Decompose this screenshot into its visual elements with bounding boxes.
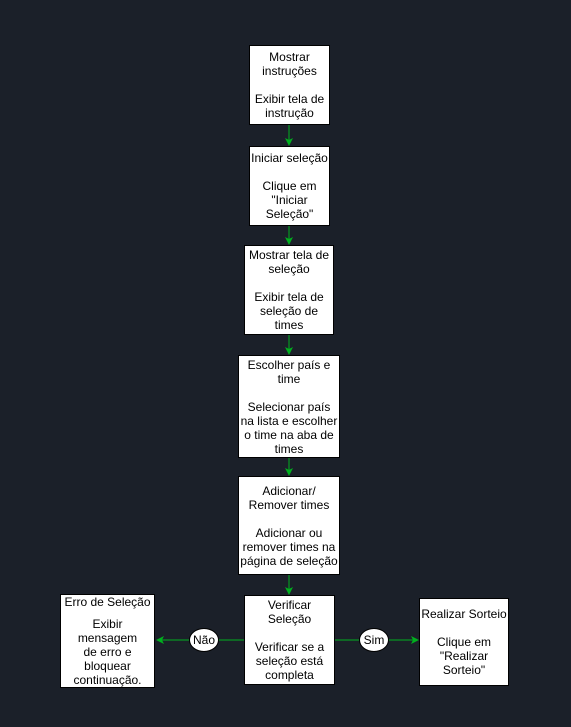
node-body-line: remover times na	[242, 539, 336, 554]
node-title-line: Mostrar tela de	[248, 248, 330, 262]
node-mostrar-tela-selecao: Mostrar tela de seleção Exibir tela de s…	[244, 245, 334, 335]
node-body-line: times	[274, 441, 304, 456]
node-body-line: na lista e escolher	[240, 413, 338, 428]
node-body-line: seleção está	[255, 654, 324, 668]
node-title-line: Adicionar/	[262, 483, 316, 498]
node-body-line: seleção de	[259, 304, 319, 318]
node-mostrar-instrucoes: Mostrar instruções Exibir tela de instru…	[249, 45, 330, 125]
node-body-line: o time na aba de	[244, 427, 334, 442]
node-body-line: Clique em	[436, 635, 492, 649]
node-body-line: Clique em	[262, 179, 317, 193]
node-body-line: Verificar se a	[254, 640, 325, 654]
node-erro-selecao: Erro de Seleção Exibir mensagem de erro …	[60, 594, 155, 688]
node-realizar-sorteio: Realizar Sorteio Clique em "Realizar Sor…	[419, 598, 509, 686]
node-iniciar-selecao: Iniciar seleção Clique em "Iniciar Seleç…	[249, 146, 330, 226]
node-body-line: completa	[265, 668, 314, 682]
node-body-line: Sorteio"	[442, 663, 486, 677]
edge-label-sim: Sim	[359, 628, 389, 652]
node-title-line: Iniciar seleção	[251, 151, 328, 165]
node-body-line: "Iniciar	[271, 193, 308, 207]
edge-label-nao: Não	[189, 628, 219, 652]
node-title-line: Realizar Sorteio	[421, 607, 507, 621]
node-body-line: Exibir tela de	[254, 290, 324, 304]
node-title-line: seleção	[268, 262, 310, 276]
node-body-line: continuação.	[73, 673, 142, 687]
node-body-line: bloquear	[84, 659, 131, 673]
node-body-line: Adicionar ou	[255, 525, 323, 540]
node-body-line: Selecionar país	[247, 399, 331, 414]
node-adicionar-remover-times: Adicionar/ Remover times Adicionar ou re…	[238, 476, 340, 575]
node-verificar-selecao: Verificar Seleção Verificar se a seleção…	[244, 595, 335, 685]
node-escolher-pais-time: Escolher país e time Selecionar país na …	[238, 355, 340, 458]
node-title-line: Verificar	[267, 598, 312, 612]
node-title-line: Escolher país e	[247, 357, 331, 372]
node-body-line: "Realizar	[439, 649, 489, 663]
node-title-line: instruções	[262, 64, 317, 78]
node-title-line: Seleção	[267, 612, 312, 626]
node-body-line: página de seleção	[240, 553, 338, 568]
node-title-line: Erro de Seleção	[64, 595, 151, 609]
node-body-line: instrução	[265, 106, 314, 120]
node-body-line: Seleção"	[265, 207, 314, 221]
node-body-line: Exibir mensagem	[77, 617, 138, 645]
node-body-line: times	[274, 318, 304, 332]
node-body-line: Exibir tela de	[254, 92, 325, 106]
node-body-line: de erro e	[83, 645, 132, 659]
node-title-line: time	[277, 371, 301, 386]
node-title-line: Remover times	[248, 497, 330, 512]
node-title-line: Mostrar	[269, 50, 310, 64]
